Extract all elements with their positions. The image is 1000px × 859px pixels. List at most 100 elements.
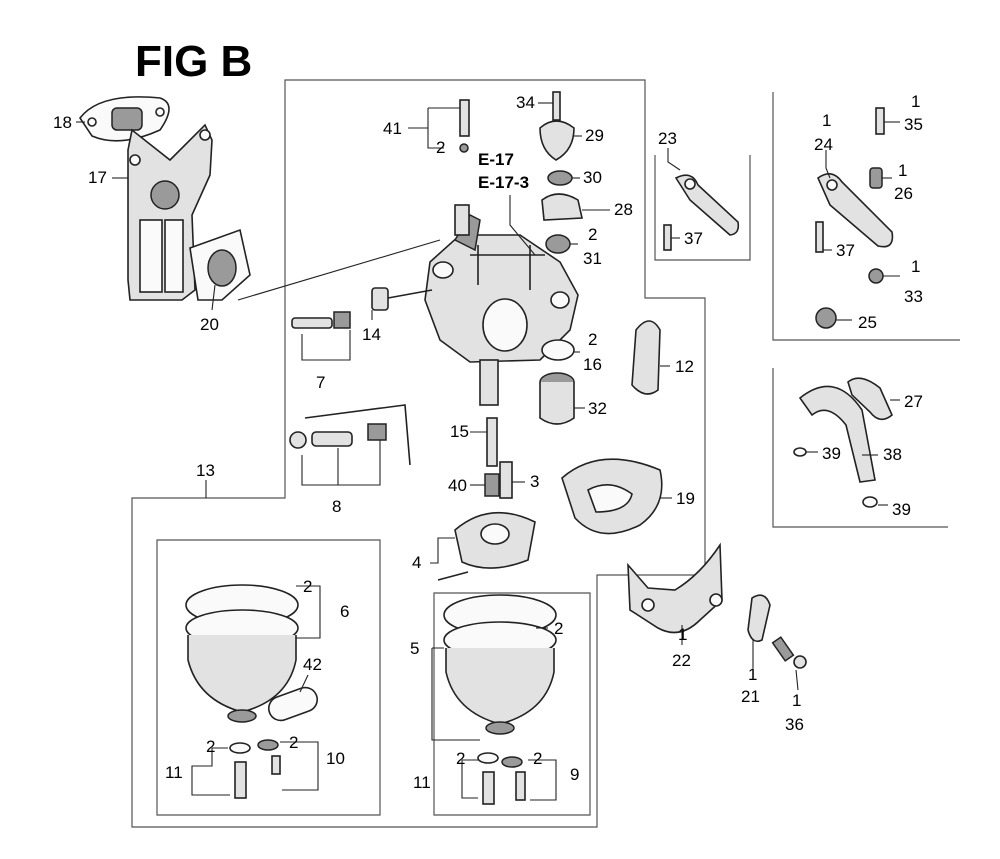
callout-14: 14 (362, 325, 381, 344)
lever-24 (817, 173, 894, 248)
filter-42 (267, 686, 319, 722)
throttle-lever-frame (772, 92, 960, 341)
float-bowl-left (187, 635, 297, 723)
cross-ref-e17-3: E-17-3 (478, 173, 529, 192)
callout-26-qty: 1 (898, 161, 907, 180)
callout-11-left-qty: 2 (206, 737, 215, 756)
callout-31: 31 (583, 249, 602, 268)
callout-39-a: 39 (822, 444, 841, 463)
gasket-18 (79, 96, 170, 142)
float-bowl-right (445, 648, 555, 735)
lever-12 (631, 320, 661, 395)
callout-6-qty: 2 (303, 577, 312, 596)
callout-35-qty: 1 (911, 92, 920, 111)
clip-39-a (793, 447, 807, 457)
lever-23 (674, 174, 740, 236)
gasket-19 (561, 458, 663, 535)
callout-38: 38 (883, 445, 902, 464)
carburetor-assembly-frame (131, 79, 706, 828)
spring-3 (499, 461, 513, 499)
bolt-11-left (229, 742, 251, 799)
callout-37-a: 37 (684, 229, 703, 248)
callout-42: 42 (303, 655, 322, 674)
callout-15: 15 (450, 422, 469, 441)
callout-21: 21 (741, 687, 760, 706)
callout-5-qty: 2 (554, 619, 563, 638)
callout-35: 35 (904, 115, 923, 134)
screw-36 (771, 636, 807, 669)
callout-33: 33 (904, 287, 923, 306)
callout-36: 36 (785, 715, 804, 734)
clip-39-b (862, 496, 878, 508)
o-ring-31 (545, 234, 571, 254)
cover-29 (539, 120, 575, 161)
callout-27: 27 (904, 392, 923, 411)
callout-5: 5 (410, 639, 419, 658)
screw-37-b (815, 221, 824, 253)
diaphragm-28 (541, 193, 583, 221)
lever-23-frame (654, 155, 751, 261)
screw-set-8 (289, 404, 411, 466)
callout-36-qty: 1 (792, 691, 801, 710)
float-bowl-right-frame (433, 592, 591, 816)
cup-32 (539, 372, 575, 425)
cross-ref-e17: E-17 (478, 150, 514, 169)
callout-33-qty: 1 (911, 257, 920, 276)
callout-10-qty: 2 (289, 733, 298, 752)
callout-12: 12 (675, 357, 694, 376)
callout-13: 13 (196, 461, 215, 480)
leader-lines (76, 102, 900, 801)
screw-35 (875, 107, 885, 135)
screw-41 (459, 99, 470, 153)
callout-22-qty: 1 (678, 625, 687, 644)
callout-41-qty: 2 (436, 138, 445, 157)
callout-4: 4 (412, 553, 421, 572)
callout-26: 26 (894, 184, 913, 203)
callout-41: 41 (383, 119, 402, 138)
jet-15 (486, 417, 498, 467)
callout-28: 28 (614, 200, 633, 219)
tube-27 (847, 377, 893, 421)
callout-8: 8 (332, 497, 341, 516)
tube-38 (798, 385, 876, 483)
needle-14 (371, 287, 433, 311)
screw-set-7 (291, 311, 351, 329)
callout-32: 32 (588, 399, 607, 418)
bolt-11-right (477, 752, 499, 805)
callout-16: 16 (583, 355, 602, 374)
callout-22: 22 (672, 651, 691, 670)
callout-16-qty: 2 (588, 330, 597, 349)
callout-11-right-qty: 2 (456, 749, 465, 768)
callout-20: 20 (200, 315, 219, 334)
washer-9 (501, 756, 526, 801)
callout-17: 17 (88, 168, 107, 187)
bracket-22 (627, 542, 723, 634)
spring-25 (815, 307, 837, 329)
nut-33 (868, 268, 884, 284)
float-bowl-left-frame (156, 539, 381, 816)
callout-6: 6 (340, 602, 349, 621)
callout-7: 7 (316, 373, 325, 392)
lever-21 (747, 594, 771, 643)
callout-40: 40 (448, 476, 467, 495)
callout-23: 23 (658, 129, 677, 148)
callout-21-qty: 1 (748, 665, 757, 684)
callout-34: 34 (516, 93, 535, 112)
callout-39-b: 39 (892, 500, 911, 519)
washer-10 (257, 739, 281, 775)
callout-24-qty: 1 (822, 111, 831, 130)
carburetor-body (424, 204, 579, 406)
callout-30: 30 (583, 168, 602, 187)
jet-40 (484, 473, 500, 497)
callout-24: 24 (814, 135, 833, 154)
callout-labels: 18 17 20 41 2 E-17 E-17-3 34 29 30 28 2 … (53, 92, 923, 792)
callout-10: 10 (326, 749, 345, 768)
callout-9-qty: 2 (533, 749, 542, 768)
callout-19: 19 (676, 489, 695, 508)
callout-11-right: 11 (413, 773, 431, 792)
callout-31-qty: 2 (588, 225, 597, 244)
o-ring-30 (547, 170, 573, 186)
breather-tube-frame (772, 368, 948, 528)
nut-26 (869, 167, 883, 189)
